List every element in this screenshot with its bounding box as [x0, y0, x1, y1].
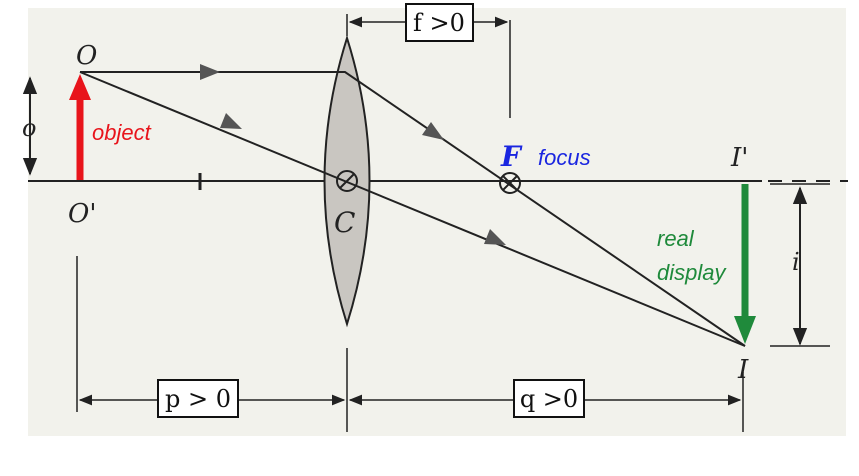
ray-arrowhead — [220, 113, 242, 129]
ray-arrowhead — [200, 64, 220, 80]
object-distance-label: p > 0 — [165, 385, 231, 413]
focal-length-box — [405, 3, 474, 42]
focal-point-marker — [499, 172, 521, 194]
center-label: C — [334, 206, 355, 239]
ray-arrowhead — [484, 229, 506, 245]
ray-central — [79, 71, 746, 347]
ray-arrowhead — [422, 122, 444, 140]
focal-length-label: f >0 — [413, 9, 465, 37]
lens-center-marker-slash — [339, 173, 355, 189]
image-distance-box — [513, 379, 585, 418]
object-label: object — [92, 120, 152, 145]
image-label-line1: real — [657, 226, 695, 251]
focal-point-marker-cross — [502, 175, 518, 191]
image-label-line2: display — [657, 260, 727, 285]
image-height-label: i — [792, 248, 800, 276]
object-arrow-head — [69, 74, 91, 100]
image-bottom-label: I — [737, 355, 749, 385]
object-distance-box — [157, 379, 239, 418]
focus-symbol-label: F — [500, 140, 523, 173]
paper-background — [28, 8, 846, 436]
image-top-label: I' — [730, 143, 748, 173]
ray-parallel — [80, 71, 746, 347]
object-base-label: O' — [68, 199, 96, 229]
lens-center-marker — [336, 170, 358, 192]
focus-label: focus — [538, 145, 591, 170]
image-distance-label: q >0 — [520, 385, 578, 413]
object-height-label: o — [22, 114, 36, 142]
object-top-label: O — [76, 41, 97, 71]
image-arrow-head — [734, 316, 756, 344]
